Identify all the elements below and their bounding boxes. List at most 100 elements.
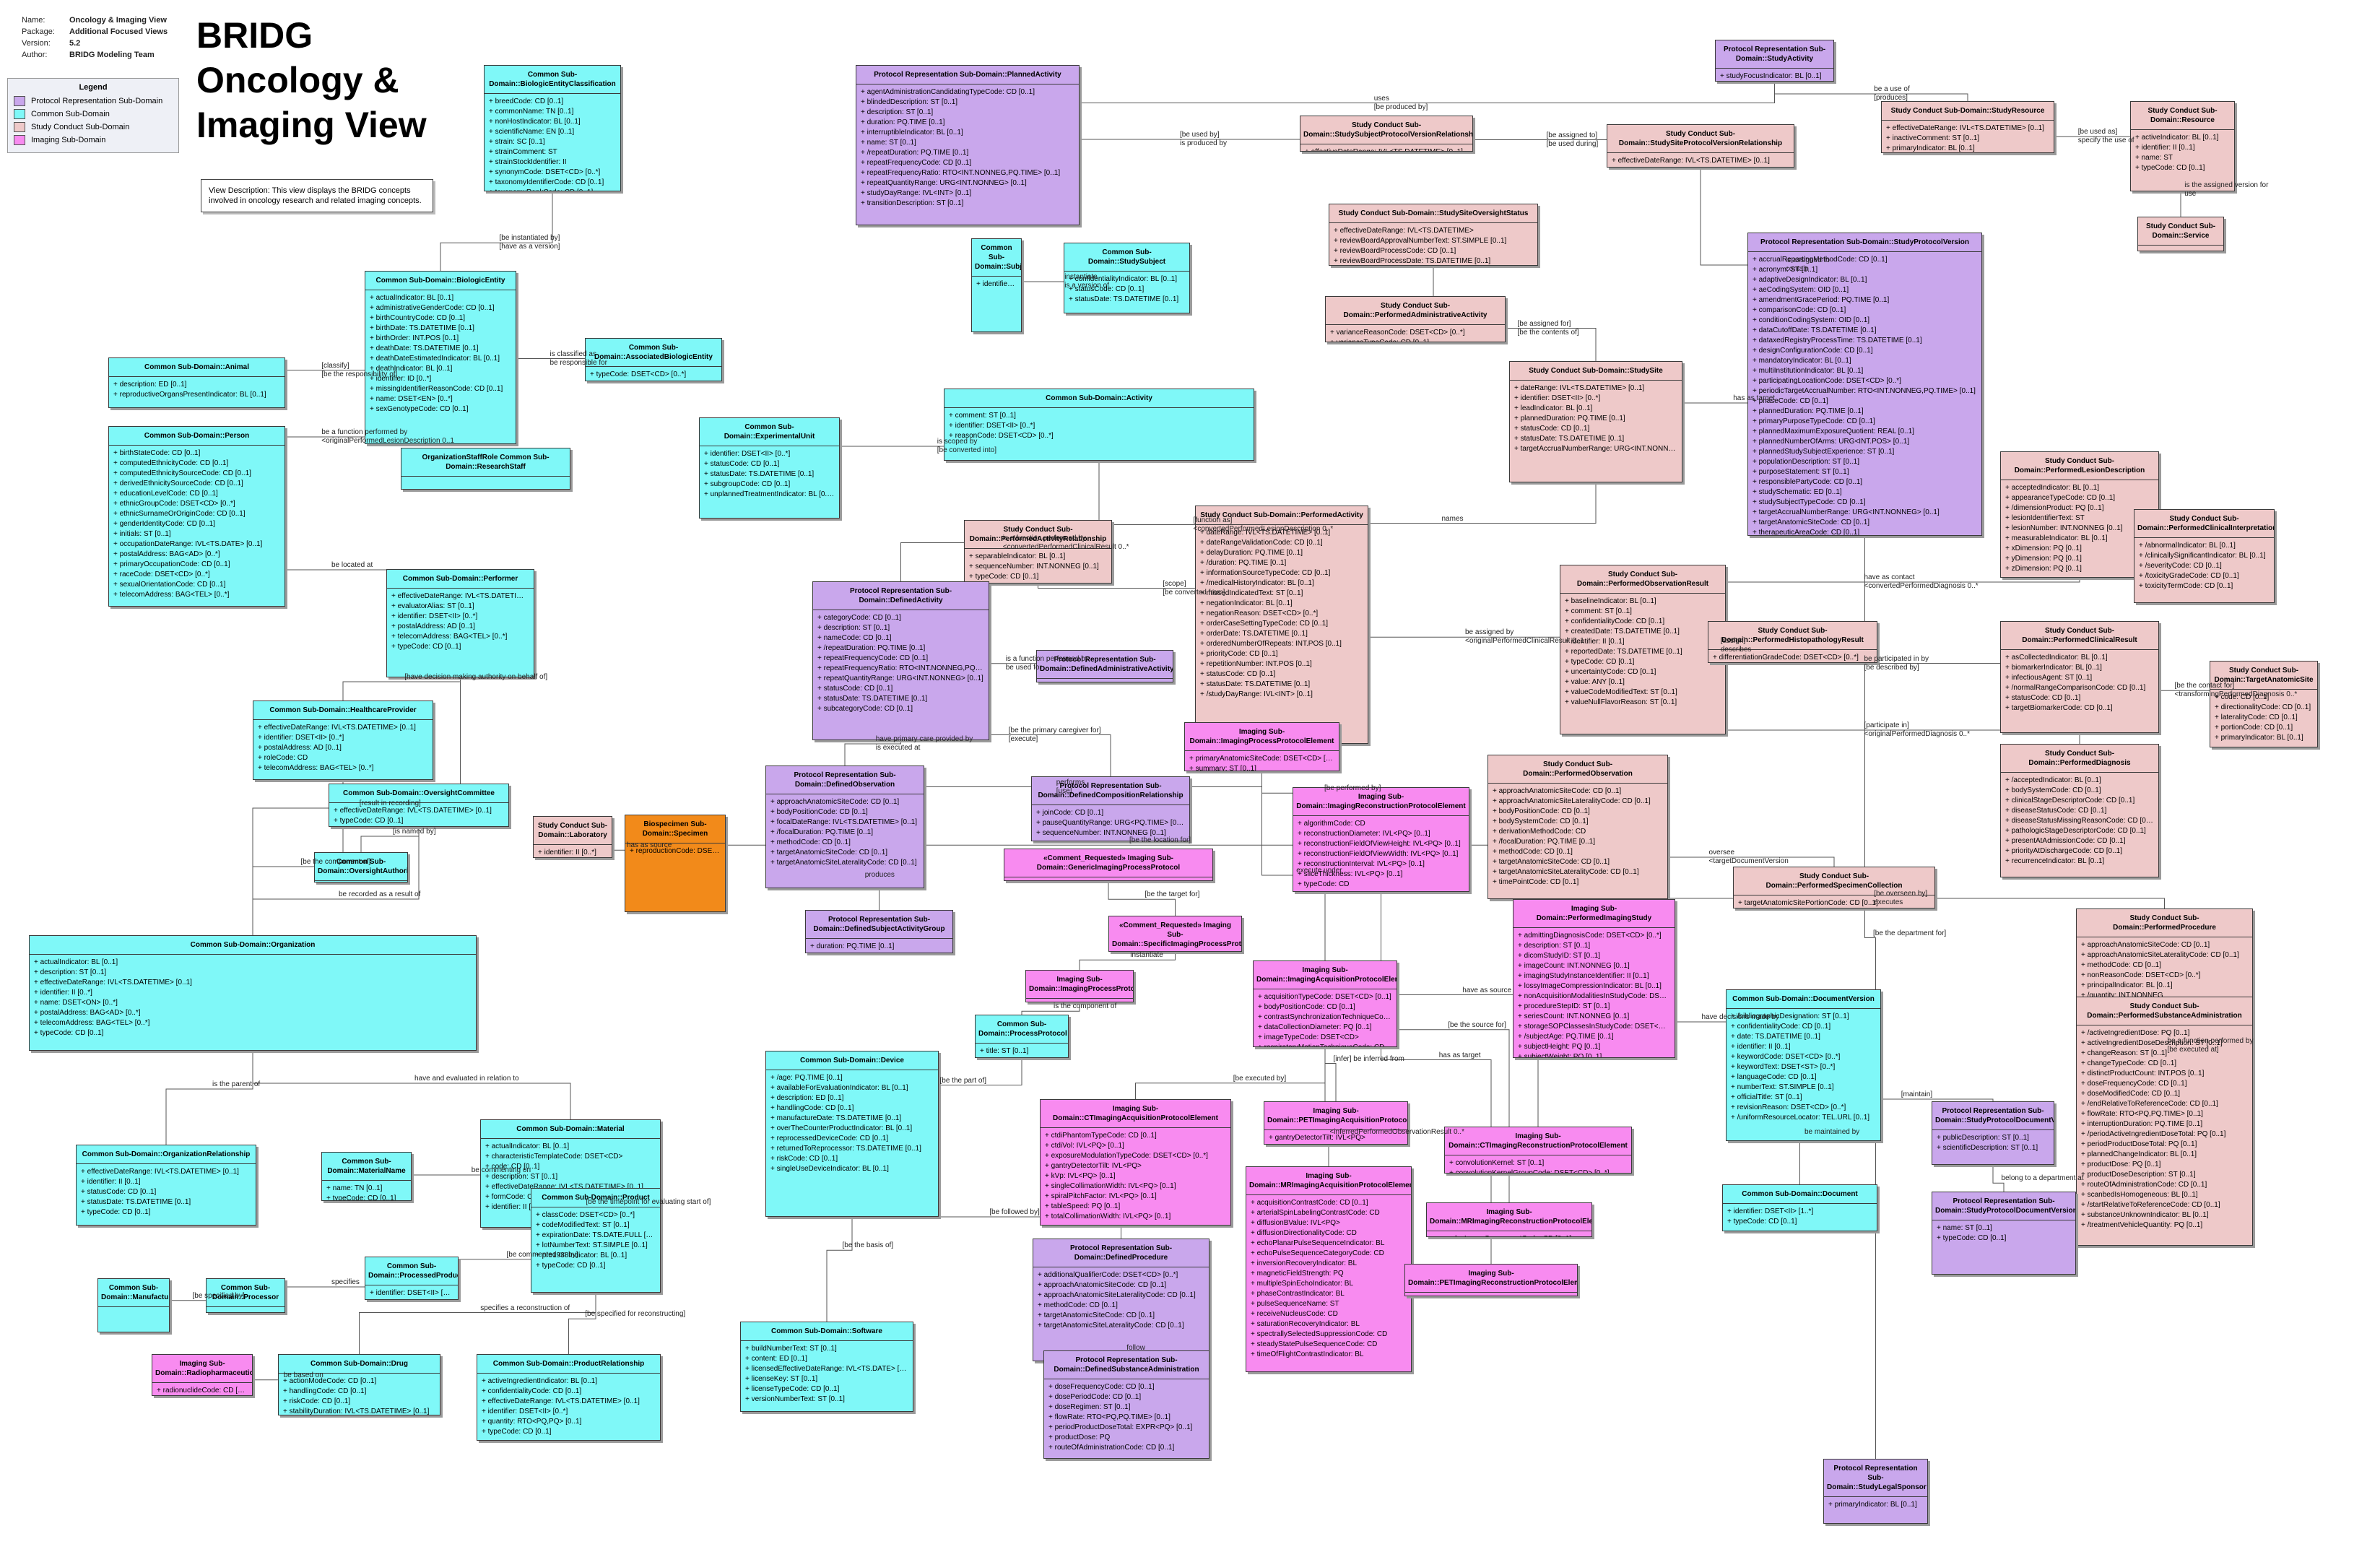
class-box-sc-sprv[interactable]: Study Conduct Sub-Domain::StudySubjectPr… <box>1300 116 1473 152</box>
class-box-generic-imaging-protocol[interactable]: «Comment_Requested» Imaging Sub-Domain::… <box>1004 849 1213 881</box>
class-box-ss-prv[interactable]: Study Conduct Sub-Domain::StudySiteProto… <box>1607 124 1794 168</box>
class-box-defined-substance-admin[interactable]: Protocol Representation Sub-Domain::Defi… <box>1043 1350 1209 1459</box>
class-box-manufacturer[interactable]: Common Sub-Domain::Manufacturer <box>97 1278 170 1332</box>
class-box-performed-obs-result[interactable]: Study Conduct Sub-Domain::PerformedObser… <box>1560 565 1726 734</box>
class-box-defined-procedure[interactable]: Protocol Representation Sub-Domain::Defi… <box>1033 1239 1209 1361</box>
class-box-activity[interactable]: Common Sub-Domain::Activitycomment: ST [… <box>944 389 1254 461</box>
class-box-person[interactable]: Common Sub-Domain::PersonbirthStateCode:… <box>108 426 285 607</box>
class-title: Study Conduct Sub-Domain::PerformedAdmin… <box>1326 297 1505 325</box>
class-box-pet-imaging-acq-pe[interactable]: Imaging Sub-Domain::PETImagingAcquisitio… <box>1264 1101 1408 1145</box>
class-box-product-relationship[interactable]: Common Sub-Domain::ProductRelationshipac… <box>477 1354 661 1441</box>
class-box-material-name[interactable]: Common Sub-Domain::MaterialNamename: TN … <box>321 1152 412 1201</box>
association-label: execute under <box>1296 867 1342 875</box>
class-box-bio-class[interactable]: Common Sub-Domain::BiologicEntityClassif… <box>484 65 621 191</box>
class-box-defined-observation[interactable]: Protocol Representation Sub-Domain::Defi… <box>765 766 924 888</box>
class-box-radiopharmaceutical[interactable]: Imaging Sub-Domain::Radiopharmaceuticalr… <box>152 1354 253 1396</box>
class-box-planned-activity[interactable]: Protocol Representation Sub-Domain::Plan… <box>856 65 1080 225</box>
class-box-converted-lesion-desc[interactable]: Study Conduct Sub-Domain::PerformedLesio… <box>2000 451 2159 578</box>
class-box-animal[interactable]: Common Sub-Domain::Animaldescription: ED… <box>108 357 285 408</box>
class-box-imaging-acq-pe[interactable]: Imaging Sub-Domain::ImagingAcquisitionPr… <box>1253 960 1397 1047</box>
class-box-ct-imaging-acq-pe[interactable]: Imaging Sub-Domain::CTImagingAcquisition… <box>1040 1099 1231 1226</box>
class-title: Common Sub-Domain::OversightCommittee <box>329 784 508 803</box>
class-attributes: primaryAnatomicSiteCode: DSET<CD> [0..*]… <box>1185 751 1339 771</box>
class-attribute: deathDateEstimatedIndicator: BL [0..1] <box>370 354 511 364</box>
class-box-performed-histopath[interactable]: Study Conduct Sub-Domain::PerformedHisto… <box>1708 621 1877 663</box>
class-attribute: reconstructionFieldOfViewHeight: IVL<PQ>… <box>1298 839 1464 849</box>
class-box-study-protocol-version[interactable]: Protocol Representation Sub-Domain::Stud… <box>1747 233 1982 536</box>
class-box-document-version[interactable]: Common Sub-Domain::DocumentVersion/bibli… <box>1726 989 1881 1141</box>
class-box-software[interactable]: Common Sub-Domain::SoftwarebuildNumberTe… <box>740 1322 913 1412</box>
class-box-ct-imaging-recon-pe[interactable]: Imaging Sub-Domain::CTImagingReconstruct… <box>1444 1127 1632 1174</box>
class-box-research-staff[interactable]: OrganizationStaffRole Common Sub-Domain:… <box>401 448 570 490</box>
class-attribute: name: ST [0..1] <box>1937 1223 2071 1233</box>
class-box-performer[interactable]: Common Sub-Domain::PerformereffectiveDat… <box>386 569 534 677</box>
class-box-specific-imaging-protocol[interactable]: «Comment_Requested» Imaging Sub-Domain::… <box>1108 916 1242 952</box>
class-box-study-activity[interactable]: Protocol Representation Sub-Domain::Stud… <box>1715 40 1834 82</box>
association-label: be assigned by <box>1465 628 1514 637</box>
class-box-spdv[interactable]: Protocol Representation Sub-Domain::Stud… <box>1932 1101 2054 1165</box>
class-box-org-relationship[interactable]: Common Sub-Domain::OrganizationRelations… <box>76 1145 256 1226</box>
class-box-biologic-entity[interactable]: Common Sub-Domain::BiologicEntityactualI… <box>365 271 516 444</box>
association-label: specify the use of <box>2077 136 2134 145</box>
class-box-performed-imaging-study[interactable]: Imaging Sub-Domain::PerformedImagingStud… <box>1513 899 1675 1058</box>
class-box-clinical-interpretation[interactable]: Study Conduct Sub-Domain::PerformedClini… <box>2134 509 2275 603</box>
class-box-oversight-committee[interactable]: Common Sub-Domain::OversightCommitteeeff… <box>329 784 509 827</box>
class-attribute: identifier: II [0..*] <box>34 988 472 998</box>
class-box-resource[interactable]: Study Conduct Sub-Domain::Resourceactive… <box>2130 101 2235 191</box>
class-box-imaging-recon-pe[interactable]: Imaging Sub-Domain::ImagingReconstructio… <box>1293 787 1469 892</box>
class-attribute: algorithmCode: CD <box>1298 819 1464 829</box>
class-box-clinical-result[interactable]: Study Conduct Sub-Domain::PerformedClini… <box>2000 621 2159 733</box>
class-title: Study Conduct Sub-Domain::Resource <box>2131 102 2234 130</box>
class-box-performed-diagnosis[interactable]: Study Conduct Sub-Domain::PerformedDiagn… <box>2000 744 2159 877</box>
class-box-defined-composition-rel[interactable]: Protocol Representation Sub-Domain::Defi… <box>1031 776 1190 841</box>
class-box-performed-observation[interactable]: Study Conduct Sub-Domain::PerformedObser… <box>1488 755 1668 899</box>
title-line: Imaging View <box>196 105 427 145</box>
class-box-healthcare-provider[interactable]: Common Sub-Domain::HealthcareProvidereff… <box>253 701 433 780</box>
class-box-performed-admin-activity[interactable]: Study Conduct Sub-Domain::PerformedAdmin… <box>1325 296 1506 342</box>
class-box-oversight-authority[interactable]: Common Sub-Domain::OversightAuthority <box>314 852 408 882</box>
class-box-product[interactable]: Common Sub-Domain::ProductclassCode: DSE… <box>531 1188 661 1293</box>
class-box-processor[interactable]: Common Sub-Domain::Processor <box>206 1278 285 1313</box>
association-label: [be executed by] <box>1233 1074 1287 1083</box>
class-attribute: reportedDate: TS.DATETIME [0..1] <box>1565 647 1721 657</box>
class-box-assoc-bio-entity[interactable]: Common Sub-Domain::AssociatedBiologicEnt… <box>585 338 722 381</box>
class-box-subject[interactable]: Common Sub-Domain::Subjectidentifier: ID… <box>971 238 1022 332</box>
class-box-imaging-processing-pe[interactable]: Imaging Sub-Domain::ImagingProcessProtoc… <box>1184 722 1339 771</box>
class-box-study-subject[interactable]: Common Sub-Domain::StudySubjectconfident… <box>1064 243 1190 313</box>
class-box-defined-subject-activity-group[interactable]: Protocol Representation Sub-Domain::Defi… <box>805 910 953 953</box>
class-box-defined-activity[interactable]: Protocol Representation Sub-Domain::Defi… <box>812 581 989 740</box>
class-box-spdv-public-title[interactable]: Protocol Representation Sub-Domain::Stud… <box>1932 1192 2076 1275</box>
class-box-legal-sponsor[interactable]: Protocol Representation Sub-Domain::Stud… <box>1823 1459 1928 1524</box>
class-attribute: reviewBoardProcessDate: TS.DATETIME [0..… <box>1334 256 1533 265</box>
class-box-study-site[interactable]: Study Conduct Sub-Domain::StudySitedateR… <box>1509 361 1682 482</box>
class-box-oversight-status[interactable]: Study Conduct Sub-Domain::StudySiteOvers… <box>1329 204 1538 266</box>
class-title: Common Sub-Domain::ExperimentalUnit <box>700 418 839 446</box>
class-box-mr-imaging-acq-pe[interactable]: Imaging Sub-Domain::MRImagingAcquisition… <box>1246 1166 1412 1372</box>
class-box-organization[interactable]: Common Sub-Domain::OrganizationactualInd… <box>29 935 477 1051</box>
class-box-processing-protocol[interactable]: Common Sub-Domain::ProcessProtocoltitle:… <box>975 1015 1069 1058</box>
class-box-specimen[interactable]: Biospecimen Sub-Domain::Specimenreproduc… <box>625 815 726 912</box>
class-box-target-anatomic-site[interactable]: Study Conduct Sub-Domain::TargetAnatomic… <box>2210 661 2318 747</box>
class-box-defined-admin-activity[interactable]: Protocol Representation Sub-Domain::Defi… <box>1036 650 1173 682</box>
class-box-device[interactable]: Common Sub-Domain::Device/age: PQ.TIME [… <box>765 1051 939 1217</box>
class-box-study-resource[interactable]: Study Conduct Sub-Domain::StudyResourcee… <box>1881 101 2054 153</box>
class-attribute: repetitionNumber: INT.POS [0..1] <box>1200 659 1363 669</box>
class-title: Protocol Representation Sub-Domain::Stud… <box>1932 1192 2075 1220</box>
class-box-performed-activity[interactable]: Study Conduct Sub-Domain::PerformedActiv… <box>1195 506 1368 744</box>
class-box-pet-imaging-recon-pe[interactable]: Imaging Sub-Domain::PETImagingReconstruc… <box>1404 1264 1578 1296</box>
class-box-performed-specimen-collection[interactable]: Study Conduct Sub-Domain::PerformedSpeci… <box>1733 867 1935 908</box>
class-box-mr-imaging-recon-pe[interactable]: Imaging Sub-Domain::MRImagingReconstruct… <box>1426 1202 1592 1237</box>
class-attribute: spiralPitchFactor: IVL<PQ> [0..1] <box>1045 1192 1226 1202</box>
class-box-substance-admin[interactable]: Study Conduct Sub-Domain::PerformedSubst… <box>2076 997 2253 1246</box>
class-box-performed-activity-rel[interactable]: Study Conduct Sub-Domain::PerformedActiv… <box>964 520 1112 584</box>
class-box-experimental-unit[interactable]: Common Sub-Domain::ExperimentalUnitident… <box>699 417 840 519</box>
association-label: [be used as] <box>2077 128 2118 136</box>
class-box-processed-product[interactable]: Common Sub-Domain::ProcessedProductident… <box>365 1257 459 1300</box>
class-box-drug[interactable]: Common Sub-Domain::DrugactionModeCode: C… <box>278 1354 440 1415</box>
class-attribute: actualIndicator: BL [0..1] <box>485 1142 656 1152</box>
class-box-laboratory[interactable]: Study Conduct Sub-Domain::Laboratoryiden… <box>533 816 612 858</box>
class-box-document[interactable]: Common Sub-Domain::Documentidentifier: D… <box>1722 1184 1877 1231</box>
class-box-service[interactable]: Study Conduct Sub-Domain::Service <box>2137 217 2224 251</box>
class-box-imaging-process-protocol[interactable]: Imaging Sub-Domain::ImagingProcessProtoc… <box>1025 970 1134 1002</box>
